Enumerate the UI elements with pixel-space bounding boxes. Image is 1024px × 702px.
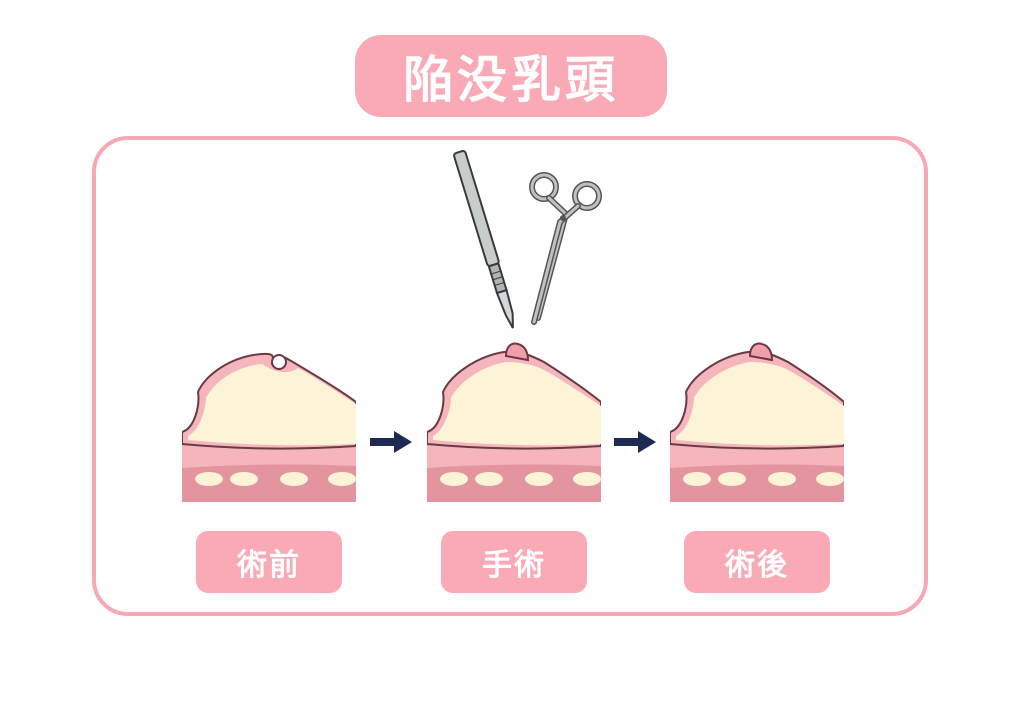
- forceps-icon: [529, 172, 602, 325]
- fat-lobule: [816, 472, 844, 486]
- fat-lobule: [525, 472, 553, 486]
- stage-label-after: 術後: [684, 531, 830, 593]
- fat-lobule: [230, 472, 258, 486]
- fat-lobule: [328, 472, 356, 486]
- fat-lobule: [573, 472, 601, 486]
- fat-lobule: [768, 472, 796, 486]
- page-title: 陥没乳頭: [355, 35, 667, 117]
- arrow-right-icon: [370, 431, 412, 453]
- fat-lobule: [475, 472, 503, 486]
- nipple: [748, 342, 774, 362]
- fat-lobule: [683, 472, 711, 486]
- arrow-right-icon: [614, 431, 656, 453]
- stage-label-surgery: 手術: [441, 531, 587, 593]
- stage-label-before: 術前: [196, 531, 342, 593]
- fat-lobule: [280, 472, 308, 486]
- breast-surgery: [427, 342, 601, 502]
- fat-lobule: [440, 472, 468, 486]
- nipple: [504, 342, 530, 362]
- fat-lobule: [195, 472, 223, 486]
- fat-lobule: [718, 472, 746, 486]
- inverted-nipple: [271, 354, 287, 370]
- breast-after: [670, 342, 844, 502]
- scalpel-icon: [453, 150, 514, 329]
- breast-before: [182, 352, 356, 502]
